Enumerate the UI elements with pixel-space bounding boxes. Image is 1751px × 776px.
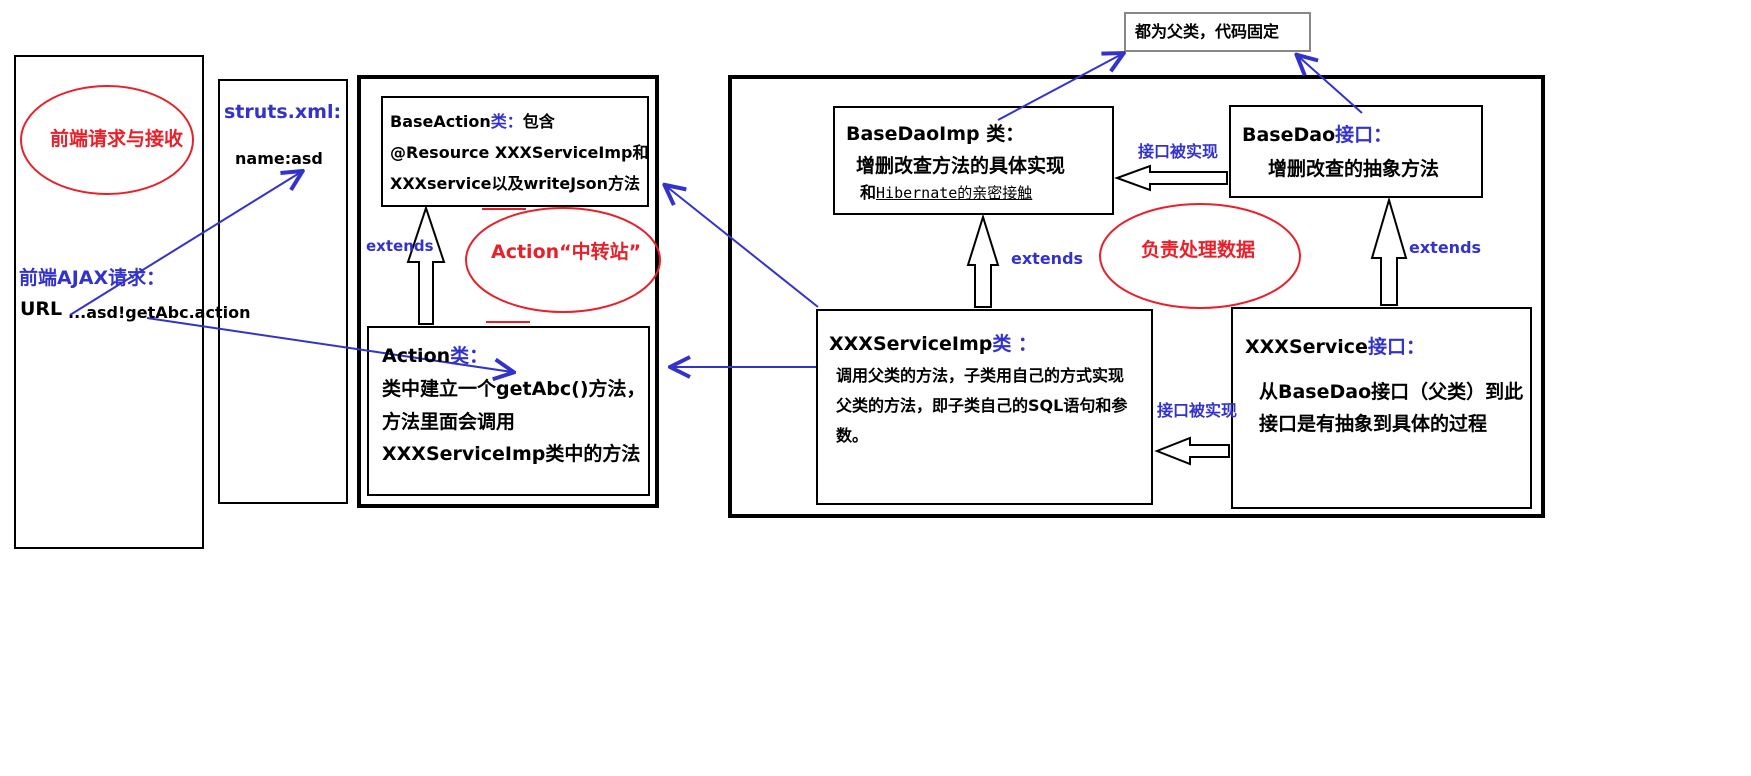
action-kind: 类： bbox=[450, 345, 489, 367]
service-imp-kind: 类 ： bbox=[992, 333, 1038, 355]
base-action-line2: @Resource XXXServiceImp和 bbox=[390, 143, 649, 162]
service-line2: 接口是有抽象到具体的过程 bbox=[1259, 413, 1488, 435]
ajax-label: 前端AJAX请求： bbox=[19, 267, 166, 289]
service-kind: 接口： bbox=[1367, 336, 1425, 358]
service-line1: 从BaseDao接口（父类）到此 bbox=[1259, 381, 1524, 403]
action-name: Action bbox=[382, 345, 451, 367]
base-dao-line1: 增删改查的抽象方法 bbox=[1268, 158, 1440, 180]
action-extends-label: extends bbox=[366, 237, 434, 255]
action-line3: XXXServiceImp类中的方法 bbox=[382, 443, 641, 465]
base-dao-imp-box bbox=[833, 106, 1114, 215]
data-oval-label: 负责处理数据 bbox=[1141, 239, 1256, 261]
base-dao-imp-line2: 和Hibernate的亲密接触 bbox=[860, 183, 1033, 202]
struts-box bbox=[218, 79, 348, 504]
service-imp-line1: 调用父类的方法，子类用自己的方式实现 bbox=[836, 366, 1125, 385]
implements-label-bottom: 接口被实现 bbox=[1157, 401, 1238, 420]
base-action-line3: XXXservice以及writeJson方法 bbox=[390, 174, 641, 193]
base-action-title: BaseAction类：包含 bbox=[390, 112, 555, 131]
base-dao-title: BaseDao接口： bbox=[1242, 124, 1393, 147]
hibernate-text: Hibernate bbox=[876, 184, 958, 202]
url-value: ...asd!getAbc.action bbox=[68, 303, 251, 322]
service-imp-title: XXXServiceImp类 ： bbox=[829, 333, 1038, 356]
base-action-title-rest: 包含 bbox=[522, 112, 555, 131]
base-action-kind: 类： bbox=[490, 112, 523, 131]
service-name: XXXService bbox=[1245, 336, 1368, 358]
base-dao-name: BaseDao bbox=[1242, 124, 1336, 146]
parent-note-box bbox=[1124, 12, 1311, 52]
base-dao-imp-line1: 增删改查方法的具体实现 bbox=[856, 155, 1066, 177]
base-dao-kind: 接口： bbox=[1335, 124, 1393, 146]
url-label: URL bbox=[20, 298, 63, 320]
action-line2: 方法里面会调用 bbox=[382, 411, 516, 433]
service-title: XXXService接口： bbox=[1245, 336, 1425, 359]
struts-name-value: name:asd bbox=[235, 149, 323, 168]
service-imp-name: XXXServiceImp bbox=[829, 333, 993, 355]
extends-label-mid: extends bbox=[1011, 249, 1084, 268]
service-box bbox=[1231, 307, 1532, 509]
extends-label-right: extends bbox=[1409, 238, 1482, 257]
base-action-box bbox=[381, 96, 649, 207]
service-imp-line3: 数。 bbox=[836, 426, 869, 445]
action-oval-label: Action“中转站” bbox=[491, 241, 642, 263]
service-imp-line2: 父类的方法，即子类自己的SQL语句和参 bbox=[836, 396, 1128, 415]
service-imp-box bbox=[816, 309, 1153, 505]
implements-label-top: 接口被实现 bbox=[1138, 142, 1219, 161]
action-title: Action类： bbox=[382, 345, 489, 368]
base-dao-imp-title: BaseDaoImp 类： bbox=[846, 123, 1025, 145]
struts-title: struts.xml: bbox=[224, 101, 342, 123]
parent-note: 都为父类，代码固定 bbox=[1135, 22, 1280, 41]
frontend-oval-label: 前端请求与接收 bbox=[50, 128, 184, 150]
base-action-name: BaseAction bbox=[390, 112, 491, 131]
base-dao-imp-line2-suffix: 的亲密接触 bbox=[957, 184, 1033, 202]
base-dao-imp-line2-prefix: 和 bbox=[860, 183, 877, 202]
base-dao-box bbox=[1229, 105, 1483, 198]
action-line1: 类中建立一个getAbc()方法， bbox=[382, 378, 646, 400]
